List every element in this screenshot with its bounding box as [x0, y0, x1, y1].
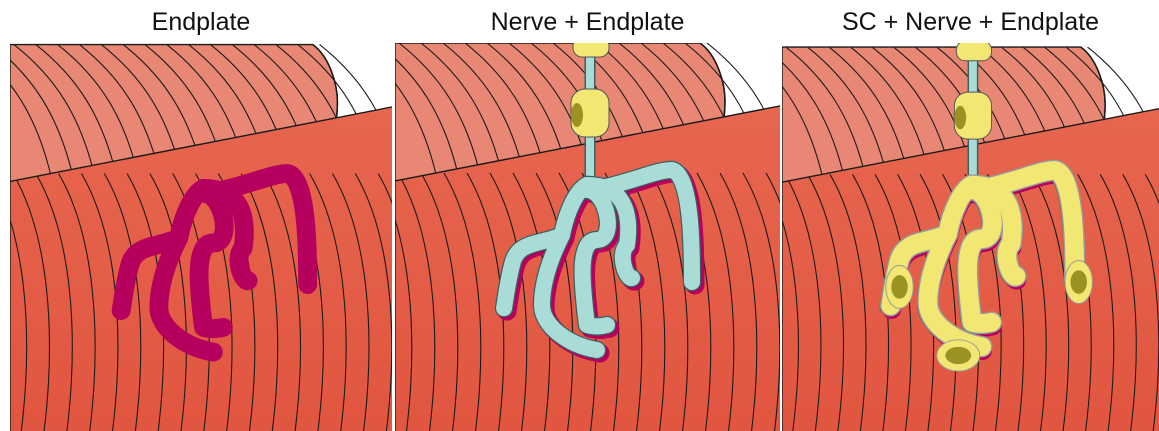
- axon-schwann-cell-top: [956, 43, 991, 61]
- axon-schwann-nucleus: [571, 103, 583, 127]
- axon-schwann-nucleus: [954, 106, 966, 130]
- panel-endplate: [10, 43, 392, 431]
- tsc-nucleus: [891, 275, 907, 299]
- panel-sc-nerve-endplate: [782, 43, 1159, 431]
- panel-nerve-endplate: [395, 43, 780, 431]
- axon-schwann-cell-top: [573, 43, 609, 57]
- tsc-nucleus: [1070, 270, 1086, 294]
- sc-nerve-endplate-illustration: [782, 43, 1159, 431]
- panel-title-endplate: Endplate: [10, 8, 392, 37]
- tsc-nucleus: [945, 347, 971, 364]
- panel-title-nerve-endplate: Nerve + Endplate: [395, 8, 780, 37]
- nerve-endplate-illustration: [395, 43, 780, 431]
- endplate-illustration: [10, 43, 392, 431]
- panel-title-sc-nerve-endplate: SC + Nerve + Endplate: [782, 8, 1159, 37]
